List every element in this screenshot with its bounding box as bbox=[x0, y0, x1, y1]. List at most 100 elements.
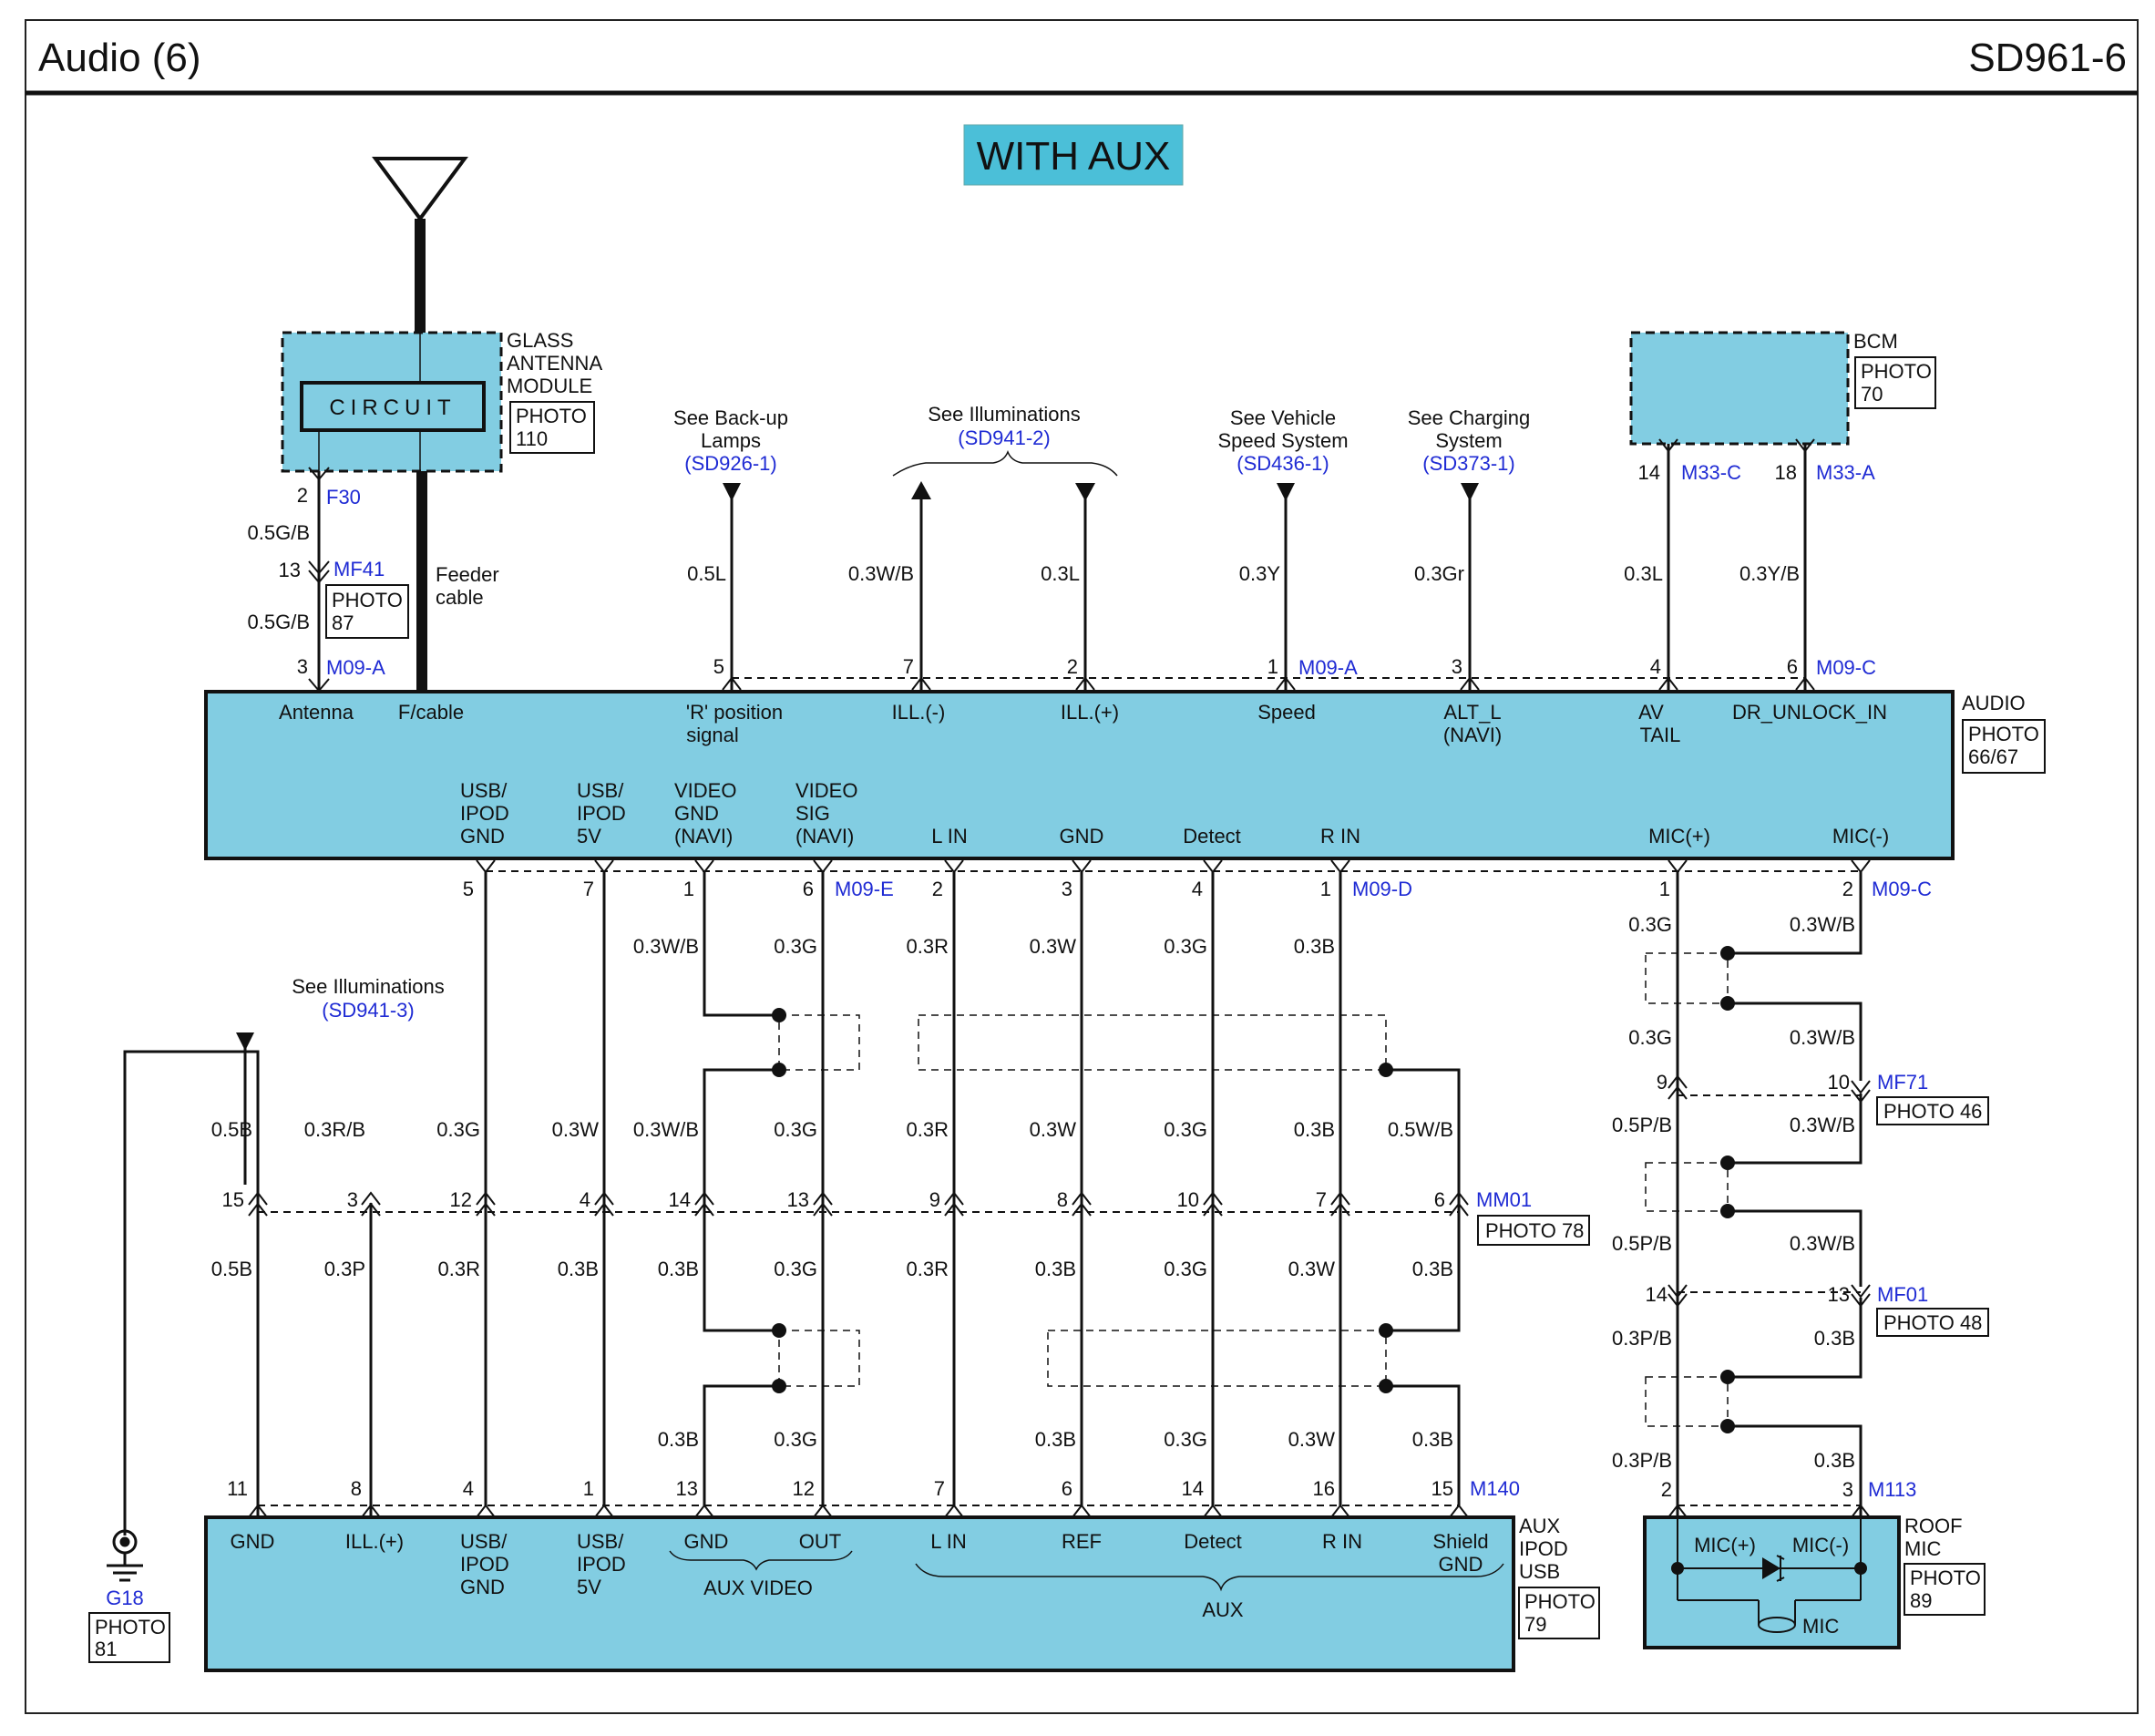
mf01-photo: PHOTO 48 bbox=[1883, 1311, 1982, 1334]
audio-b-video2: VIDEO bbox=[795, 779, 857, 802]
wire-u-2: 0.3R bbox=[907, 935, 949, 958]
audio-label-signal: signal bbox=[686, 724, 738, 746]
mm01-connector-pins bbox=[248, 1191, 1469, 1217]
aux-l-lin: L IN bbox=[930, 1530, 967, 1553]
mm01-pin-15: 15 bbox=[222, 1188, 244, 1211]
mic-splice-dot bbox=[1720, 1204, 1735, 1218]
audio-b-mic-plus: MIC(+) bbox=[1648, 825, 1710, 847]
audio-bpin-3: 3 bbox=[1062, 878, 1072, 900]
mic-inner-plus: MIC(+) bbox=[1694, 1534, 1756, 1556]
m140-pin-4: 4 bbox=[463, 1477, 474, 1500]
wire-b-4: 0.3W bbox=[1288, 1428, 1336, 1451]
wire-l-0: 0.5B bbox=[211, 1258, 252, 1280]
mm01-pin-7: 7 bbox=[1316, 1188, 1327, 1211]
mm01-pin-4: 4 bbox=[580, 1188, 590, 1211]
wire-m-3: 0.3W bbox=[552, 1118, 600, 1141]
roof-mic-photo-2: 89 bbox=[1910, 1589, 1932, 1612]
splice-dot bbox=[772, 1008, 786, 1022]
mf41-photo-2: 87 bbox=[332, 611, 354, 634]
ref-illum-code[interactable]: (SD941-2) bbox=[958, 426, 1050, 449]
audio-b-gnd2: GND bbox=[674, 802, 719, 825]
audio-b-ipod2: IPOD bbox=[577, 802, 626, 825]
audio-pin-4: 4 bbox=[1650, 655, 1661, 678]
wire-u-3: 0.3W bbox=[1030, 935, 1077, 958]
feeder-label-2: cable bbox=[436, 586, 484, 609]
ref-speed-code[interactable]: (SD436-1) bbox=[1237, 452, 1329, 475]
pin-13-mf41: 13 bbox=[279, 559, 301, 581]
audio-label-ill-plus: ILL.(+) bbox=[1061, 701, 1119, 724]
g18-photo-1: PHOTO bbox=[95, 1616, 166, 1638]
audio-bpin-6: 6 bbox=[803, 878, 814, 900]
mf71-photo: PHOTO 46 bbox=[1883, 1100, 1982, 1123]
aux-l-out: OUT bbox=[799, 1530, 841, 1553]
splice-dot bbox=[1379, 1063, 1393, 1077]
antenna-module-name-3: MODULE bbox=[507, 375, 592, 397]
conn-m09a-antenna: M09-A bbox=[326, 656, 385, 679]
m140-pin-1: 1 bbox=[583, 1477, 594, 1500]
audio-b-gnd1: GND bbox=[460, 825, 505, 847]
wire-b-5: 0.3B bbox=[1412, 1428, 1453, 1451]
audio-pin-2: 2 bbox=[1067, 655, 1078, 678]
ref-illum3-code[interactable]: (SD941-3) bbox=[322, 999, 414, 1022]
wire-l-1: 0.3P bbox=[324, 1258, 365, 1280]
mic-w-9: 0.3B bbox=[1814, 1327, 1855, 1350]
wire-0-5gb-1: 0.5G/B bbox=[248, 521, 310, 544]
wire-top-4: 0.3L bbox=[1624, 562, 1663, 585]
wire-m-9: 0.3B bbox=[1294, 1118, 1335, 1141]
audio-pin-5: 5 bbox=[713, 655, 724, 678]
wire-l-8: 0.3G bbox=[1164, 1258, 1207, 1280]
aux-l-gnd: GND bbox=[231, 1530, 275, 1553]
wire-u-0: 0.3W/B bbox=[633, 935, 699, 958]
m140-pin-11: 11 bbox=[227, 1477, 248, 1500]
m140-pin-12: 12 bbox=[793, 1477, 815, 1500]
mic-w-10: 0.3P/B bbox=[1612, 1449, 1672, 1472]
wire-top-6: 0.3Y/B bbox=[1739, 562, 1800, 585]
wire-l-7: 0.3B bbox=[1035, 1258, 1076, 1280]
mm01-pin-13: 13 bbox=[787, 1188, 809, 1211]
aux-photo-1: PHOTO bbox=[1524, 1590, 1596, 1613]
ref-charging-code[interactable]: (SD373-1) bbox=[1422, 452, 1514, 475]
conn-m09e: M09-E bbox=[835, 878, 894, 900]
audio-label-speed: Speed bbox=[1257, 701, 1316, 724]
audio-photo-1: PHOTO bbox=[1968, 723, 2039, 745]
ref-backup-code[interactable]: (SD926-1) bbox=[684, 452, 776, 475]
wire-top-7: 0.3W/B bbox=[848, 562, 914, 585]
audio-b-ipod1: IPOD bbox=[460, 802, 509, 825]
roof-mic-photo-1: PHOTO bbox=[1910, 1567, 1981, 1589]
aux-ipod-usb-module bbox=[204, 1515, 1515, 1672]
antenna-photo-2: 110 bbox=[516, 427, 548, 450]
audio-bpin-4: 4 bbox=[1192, 878, 1203, 900]
splice-dot bbox=[772, 1323, 786, 1338]
aux-l-vgnd: GND bbox=[684, 1530, 729, 1553]
antenna-module-name-2: ANTENNA bbox=[507, 352, 602, 375]
mf01-pin-14: 14 bbox=[1646, 1283, 1668, 1306]
audio-b-5v: 5V bbox=[577, 825, 601, 847]
audio-label-r-position: 'R' position bbox=[686, 701, 783, 724]
mm01-pin-8: 8 bbox=[1057, 1188, 1068, 1211]
wire-m-8: 0.3G bbox=[1164, 1118, 1207, 1141]
conn-f30: F30 bbox=[326, 486, 361, 508]
wire-l-2: 0.3R bbox=[438, 1258, 480, 1280]
audio-bpin-1b: 1 bbox=[1320, 878, 1331, 900]
wire-u-5: 0.3B bbox=[1294, 935, 1335, 958]
wire-m-6: 0.3R bbox=[907, 1118, 949, 1141]
wire-m-10: 0.5W/B bbox=[1388, 1118, 1453, 1141]
wire-0-5gb-2: 0.5G/B bbox=[248, 611, 310, 633]
wire-l-10: 0.3B bbox=[1412, 1258, 1453, 1280]
mm01-pin-10: 10 bbox=[1177, 1188, 1199, 1211]
wire-l-6: 0.3R bbox=[907, 1258, 949, 1280]
aux-l-usb2: USB/ bbox=[577, 1530, 624, 1553]
with-aux-banner bbox=[963, 124, 1184, 186]
ref-illum3-1: See Illuminations bbox=[292, 975, 445, 998]
audio-bpin-7: 7 bbox=[583, 878, 594, 900]
conn-mf41: MF41 bbox=[334, 558, 385, 580]
ground-icon bbox=[107, 1529, 143, 1582]
mf71-pin-10: 10 bbox=[1828, 1071, 1850, 1094]
aux-photo-2: 79 bbox=[1524, 1613, 1546, 1636]
aux-l-5v: 5V bbox=[577, 1576, 601, 1598]
m113-pin-2: 2 bbox=[1661, 1478, 1672, 1501]
audio-bpin-1a: 1 bbox=[683, 878, 694, 900]
mic-w-2: 0.3G bbox=[1628, 1026, 1672, 1049]
conn-m33a: M33-A bbox=[1816, 461, 1875, 484]
mic-splice-dot bbox=[1720, 996, 1735, 1011]
